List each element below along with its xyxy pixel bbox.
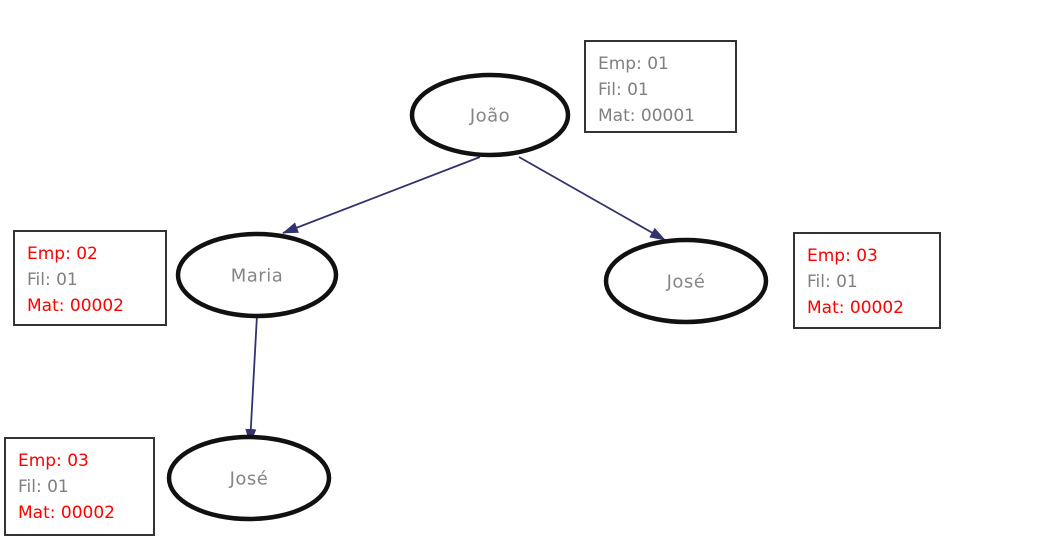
info-line-emp: Emp: 03	[807, 246, 878, 266]
info-line-mat: Mat: 00002	[18, 503, 115, 523]
edge-arrow-joao-maria	[282, 156, 481, 234]
info-box-joao: Emp: 01 Fil: 01 Mat: 00001	[584, 40, 737, 133]
info-line-emp: Emp: 01	[598, 54, 669, 74]
node-label-jose-bottom: José	[229, 468, 269, 490]
info-box-maria: Emp: 02 Fil: 01 Mat: 00002	[13, 230, 167, 326]
info-line-fil: Fil: 01	[807, 272, 858, 292]
info-line-mat: Mat: 00002	[807, 298, 904, 318]
info-line-fil: Fil: 01	[27, 270, 78, 290]
node-label-joao: João	[469, 105, 511, 127]
info-line-fil: Fil: 01	[598, 80, 649, 100]
edge-arrow-joao-jose-right	[518, 156, 666, 241]
info-line-emp: Emp: 03	[18, 451, 89, 471]
info-box-jose-right: Emp: 03 Fil: 01 Mat: 00002	[793, 232, 941, 329]
node-label-maria: Maria	[230, 265, 284, 287]
info-line-fil: Fil: 01	[18, 477, 69, 497]
node-label-jose-right: José	[666, 271, 706, 293]
node-ellipse-jose-right	[603, 237, 769, 325]
edge-arrow-maria-jose-bottom	[245, 314, 258, 445]
node-ellipse-maria	[175, 231, 339, 319]
node-ellipse-joao	[409, 72, 571, 158]
info-box-jose-bottom: Emp: 03 Fil: 01 Mat: 00002	[4, 437, 155, 536]
info-line-emp: Emp: 02	[27, 244, 98, 264]
node-ellipse-jose-bottom	[166, 434, 332, 522]
info-line-mat: Mat: 00001	[598, 106, 695, 126]
info-line-mat: Mat: 00002	[27, 296, 124, 316]
